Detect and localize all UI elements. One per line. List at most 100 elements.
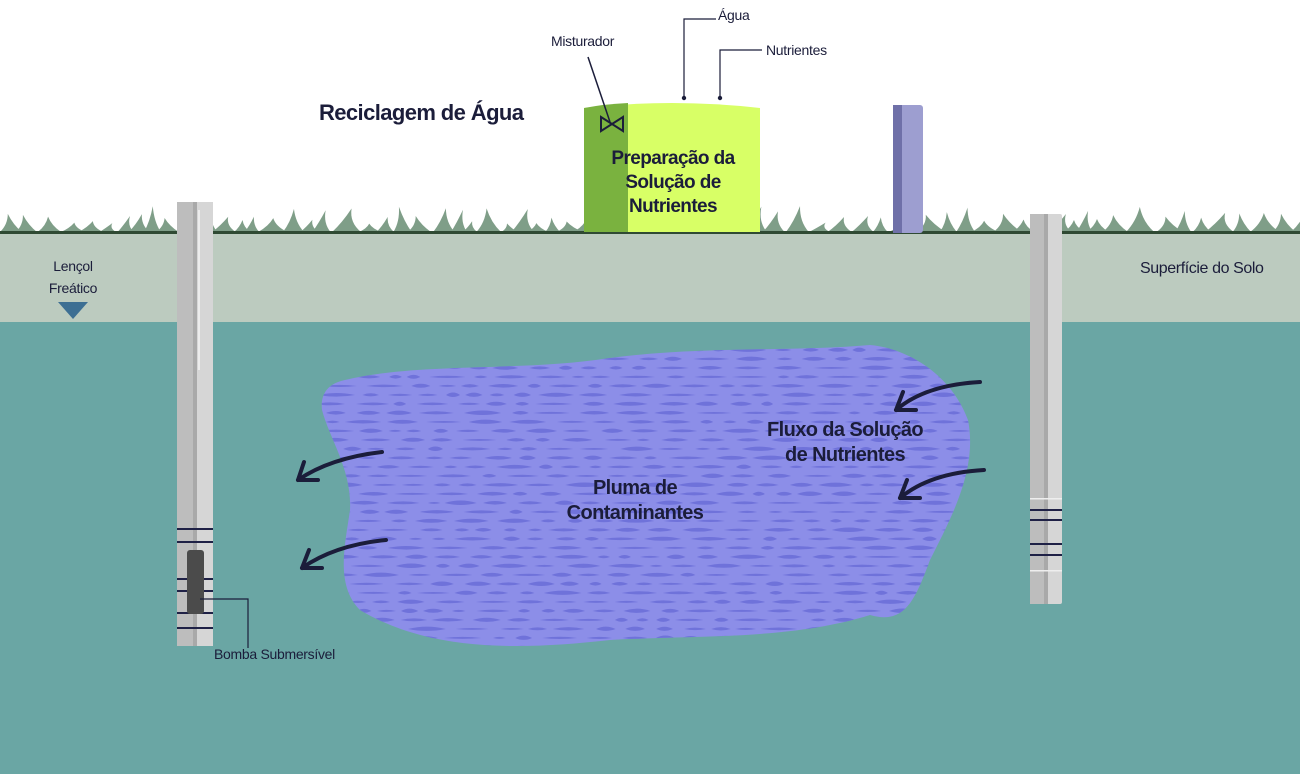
plume-texture-mark <box>446 392 461 397</box>
plume-texture-mark <box>453 518 489 523</box>
plume-texture-mark <box>658 447 684 450</box>
plume-texture-mark <box>666 375 686 379</box>
plume-texture-mark <box>806 528 828 532</box>
plume-texture-mark <box>353 465 373 468</box>
plume-texture-mark <box>519 591 535 595</box>
grass-blade <box>762 211 785 232</box>
grass-blade <box>809 222 831 232</box>
plume-texture-mark <box>481 483 519 487</box>
plume-texture-mark <box>870 582 896 586</box>
ground-line <box>0 231 1300 234</box>
plume-texture-mark <box>545 474 570 478</box>
water-table-label-line1: Lençol <box>53 258 93 274</box>
plume-texture-mark <box>433 555 461 559</box>
plume-texture-mark <box>529 366 551 370</box>
plume-texture-mark <box>833 582 866 586</box>
plume-texture-mark <box>606 572 631 577</box>
plume-texture-mark <box>858 573 895 577</box>
plume-texture-mark <box>801 356 827 361</box>
plume-texture-mark <box>462 438 497 441</box>
water-label: Água <box>718 7 750 23</box>
plume-texture-mark <box>626 420 656 424</box>
grass-blade <box>939 212 957 232</box>
plume-texture-mark <box>408 573 432 576</box>
plume-texture-mark <box>542 636 578 639</box>
plume-texture-mark <box>702 573 730 576</box>
plume-texture-mark <box>449 456 473 460</box>
plume-texture-mark <box>767 501 802 504</box>
plume-texture-mark <box>760 545 775 550</box>
plume-texture-mark <box>545 447 574 450</box>
grass-blade <box>376 216 394 232</box>
plume-texture-mark <box>810 420 835 424</box>
plume-texture-mark <box>506 438 526 442</box>
plume-texture-mark <box>457 563 480 568</box>
plume-texture-mark <box>489 393 505 397</box>
plume-texture-mark <box>558 365 573 370</box>
grass-blade <box>451 209 468 232</box>
plume-texture-mark <box>387 545 426 550</box>
nutrients-leader <box>717 49 762 101</box>
plume-texture-mark <box>837 437 866 442</box>
plume-texture-mark <box>618 554 631 559</box>
plume-texture-mark <box>865 375 889 379</box>
plume-texture-mark <box>393 401 407 406</box>
plume-texture-mark <box>554 554 589 559</box>
plume-texture-mark <box>829 519 842 523</box>
nutrients-label: Nutrientes <box>766 42 827 58</box>
plume-texture-mark <box>573 618 605 621</box>
plume-texture-mark <box>490 428 517 433</box>
plume-texture-mark <box>644 492 675 496</box>
plume-texture-mark <box>455 627 489 630</box>
plume-texture-mark <box>554 500 575 505</box>
plume-texture-mark <box>649 564 663 567</box>
plume-texture-mark <box>451 609 466 612</box>
plume-texture-mark <box>902 465 937 469</box>
plume-texture-mark <box>729 401 753 406</box>
plume-texture-mark <box>941 438 971 442</box>
plume-texture-mark <box>750 393 770 397</box>
plume-texture-mark <box>427 501 441 504</box>
plume-texture-mark <box>589 582 602 586</box>
grass-blade <box>511 209 535 232</box>
plume-texture-mark <box>725 609 759 612</box>
plume-texture-mark <box>829 510 857 513</box>
plume-texture-mark <box>614 600 639 603</box>
plume-texture-mark <box>478 546 508 550</box>
plume-texture-mark <box>775 491 793 496</box>
plume-texture-mark <box>586 636 612 639</box>
plume-texture-mark <box>771 437 801 442</box>
mixer-label: Misturador <box>551 33 615 49</box>
plume-texture-mark <box>781 402 812 406</box>
plume-texture-mark <box>513 392 532 397</box>
plume-texture-mark <box>731 375 768 378</box>
plume-texture-mark <box>729 393 746 397</box>
plume-texture-mark <box>604 438 632 441</box>
grass-blade <box>956 207 976 232</box>
plume-texture-mark <box>830 491 857 496</box>
diagram-title: Reciclagem de Água <box>319 100 524 125</box>
plume-texture-mark <box>426 420 462 423</box>
plume-texture-mark <box>726 482 750 487</box>
pump-label: Bomba Submersível <box>214 646 335 662</box>
plume-texture-mark <box>416 402 449 406</box>
plume-texture-mark <box>821 564 836 568</box>
plume-texture-mark <box>527 627 548 631</box>
plume-texture-mark <box>851 393 875 397</box>
plume-texture-mark <box>765 581 785 586</box>
plume-texture-mark <box>807 537 834 541</box>
plume-texture-mark <box>592 420 616 424</box>
plume-texture-mark <box>509 419 547 424</box>
plume-texture-mark <box>584 537 599 541</box>
plume-texture-mark <box>641 383 672 388</box>
plume-texture-mark <box>377 609 397 612</box>
plume-texture-mark <box>922 536 937 541</box>
plume-texture-mark <box>539 491 562 496</box>
plume-texture-mark <box>643 536 682 541</box>
plume-texture-mark <box>614 617 629 622</box>
grass-blade <box>1175 210 1192 232</box>
tank-dark-side <box>584 103 628 232</box>
plume-texture-mark <box>386 410 412 415</box>
plume-texture-mark <box>362 393 379 397</box>
plume-texture-mark <box>453 537 492 541</box>
